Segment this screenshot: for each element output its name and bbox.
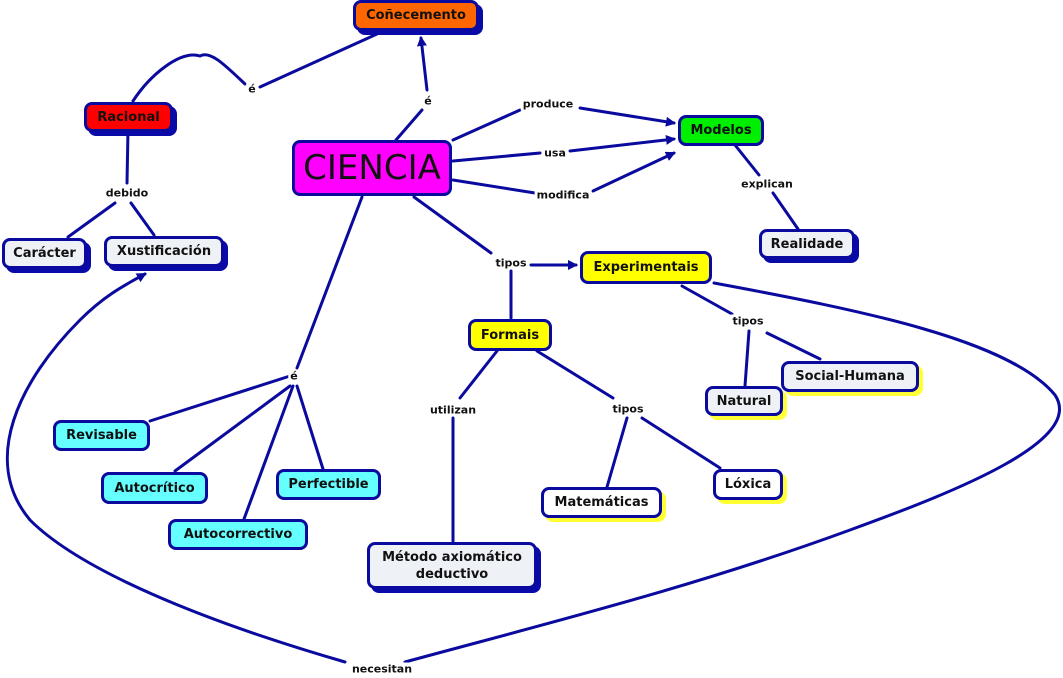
link-e-autocritico (173, 384, 292, 473)
link-label-tipos-ciencia: tipos (493, 256, 529, 270)
link-label-necesitan: necesitan (349, 662, 415, 676)
node-autocorrectivo[interactable]: Autocorrectivo (168, 519, 308, 550)
link-necesitan-xustificacion (5, 272, 347, 664)
link-conecemento-e (258, 32, 379, 89)
node-metodo-label: Método axiomático deductivo (382, 549, 522, 582)
node-experimentais[interactable]: Experimentais (580, 251, 712, 284)
node-natural[interactable]: Natural (705, 386, 783, 416)
node-loxica[interactable]: Lóxica (713, 469, 783, 500)
link-label-e-racional: é (246, 82, 258, 96)
node-perfectible[interactable]: Perfectible (276, 469, 381, 500)
link-e-perfectible (295, 384, 325, 471)
link-modifica-modelos (591, 151, 676, 193)
node-autocritico[interactable]: Autocrítico (101, 472, 208, 504)
node-matematicas[interactable]: Matemáticas (541, 487, 662, 518)
link-label-utilizan: utilizan (427, 403, 479, 417)
link-label-e-conecemento: é (422, 94, 434, 108)
link-e-racional (131, 53, 247, 103)
node-metodo[interactable]: Método axiomático deductivo (367, 542, 537, 589)
node-xustificacion[interactable]: Xustificación (104, 236, 224, 267)
link-explican-realidade (771, 191, 800, 231)
link-label-e-atributos: é (288, 369, 300, 383)
link-produce-modelos (578, 106, 676, 127)
link-tipos-socialhumana (765, 331, 822, 361)
node-modelos[interactable]: Modelos (678, 115, 764, 146)
link-label-produce: produce (520, 97, 576, 111)
link-usa-modelos (568, 134, 676, 153)
link-racional-debido (125, 128, 130, 185)
node-revisable[interactable]: Revisable (53, 420, 150, 451)
link-ciencia-usa (451, 151, 542, 163)
link-experimentais-necesitan (403, 281, 1061, 664)
link-experimentais-tipos (680, 284, 734, 316)
link-ciencia-produce (451, 108, 522, 142)
node-conecemento[interactable]: Coñecemento (353, 0, 479, 31)
link-formais-tipos (535, 349, 615, 400)
node-social-humana[interactable]: Social-Humana (781, 361, 919, 392)
link-debido-xustificacion (129, 201, 156, 237)
link-tipos-loxica (640, 416, 722, 470)
link-ciencia-e (394, 108, 424, 142)
link-e-autocorrectivo (242, 384, 295, 521)
node-formais[interactable]: Formais (468, 319, 552, 351)
link-label-debido: debido (103, 186, 151, 200)
link-label-tipos-experimentais: tipos (730, 314, 766, 328)
link-formais-utilizan (458, 349, 499, 400)
link-e-revisable (148, 374, 292, 423)
node-caracter[interactable]: Carácter (2, 238, 87, 269)
link-label-usa: usa (542, 146, 568, 160)
link-modelos-explican (733, 143, 761, 177)
link-tipos-natural (743, 329, 751, 388)
node-ciencia[interactable]: CIENCIA (292, 140, 452, 196)
link-tipos-matematicas (605, 416, 629, 489)
link-label-tipos-formais: tipos (610, 402, 646, 416)
link-ciencia-tipos (412, 195, 493, 255)
node-realidade[interactable]: Realidade (759, 229, 855, 259)
link-label-modifica: modifica (534, 188, 592, 202)
node-racional[interactable]: Racional (84, 102, 173, 132)
link-ciencia-e-attr (295, 195, 364, 370)
link-debido-caracter (66, 201, 117, 239)
link-e-conecemento (416, 36, 429, 92)
link-ciencia-modifica (451, 178, 537, 195)
link-label-explican: explican (739, 177, 795, 191)
